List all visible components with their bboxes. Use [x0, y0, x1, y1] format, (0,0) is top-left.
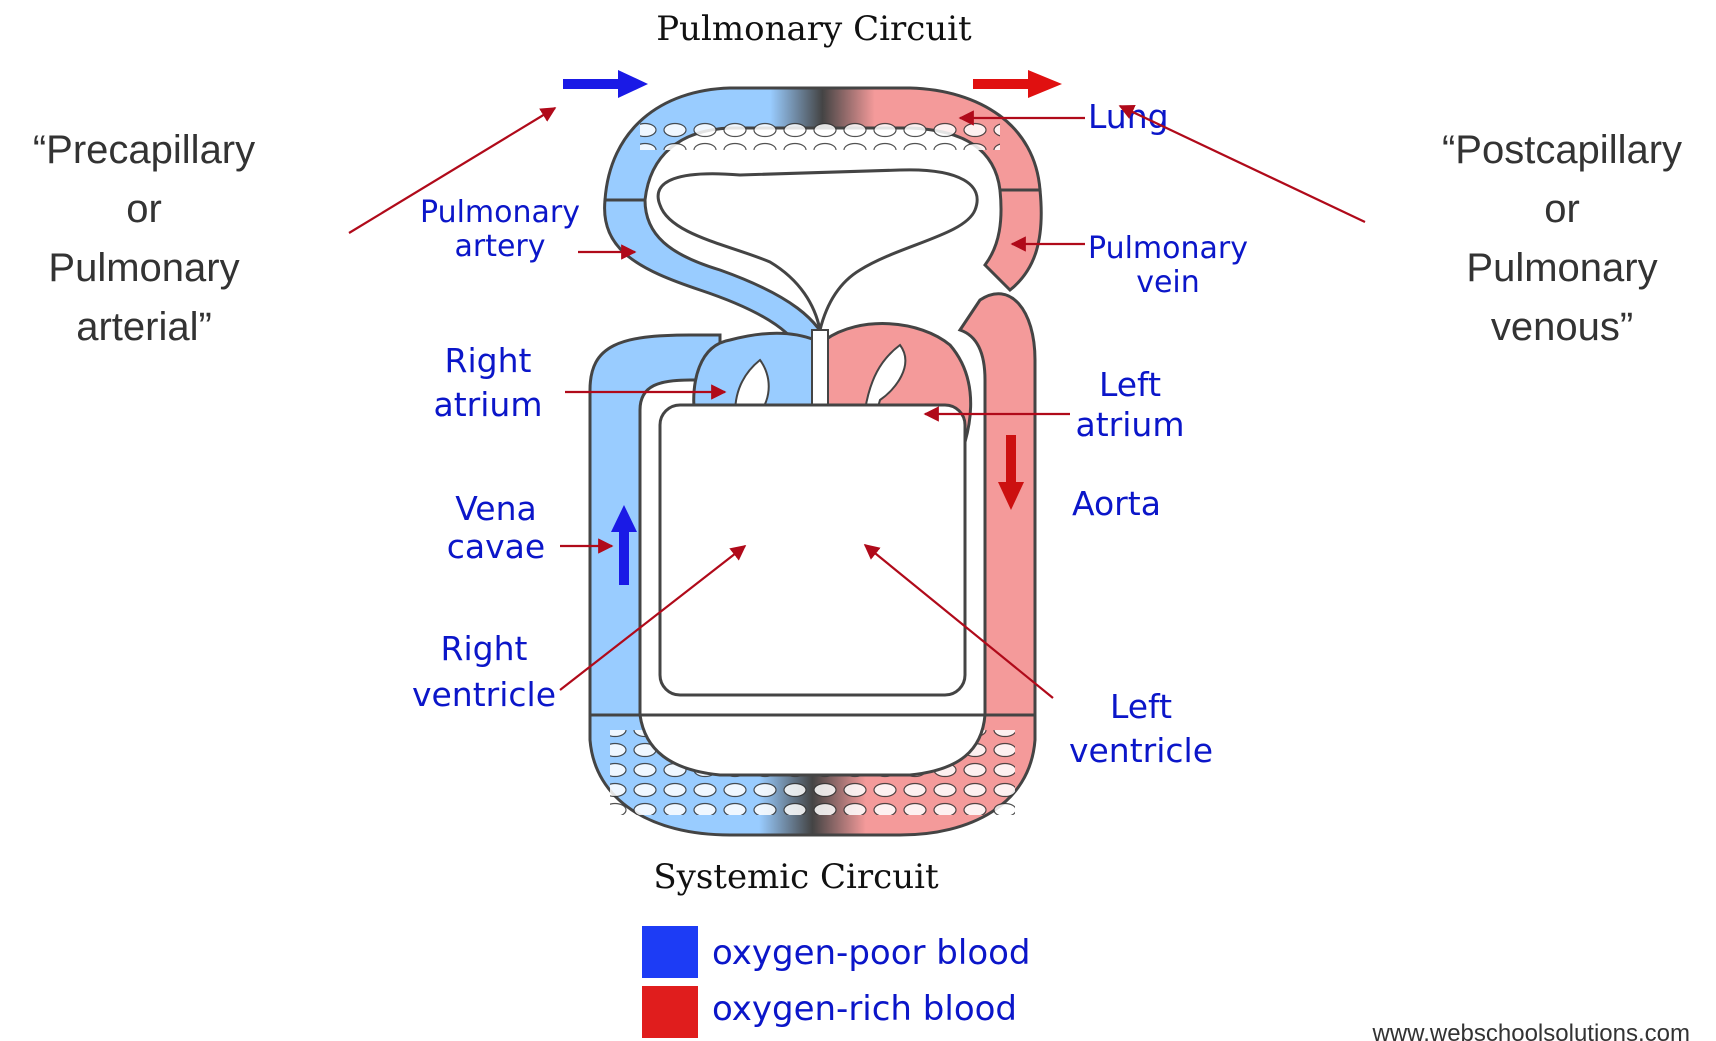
systemic-circuit-title: Systemic Circuit [653, 857, 939, 897]
source-credit: www.webschoolsolutions.com [1372, 1020, 1690, 1041]
pulmonary-vein-label-line1: Pulmonary [1088, 231, 1248, 266]
postcapillary-note-line4: venous” [1491, 305, 1633, 349]
right-atrium-label-line2: atrium [434, 385, 543, 424]
precapillary-note-line2: or [126, 187, 162, 231]
lung-label: Lung [1088, 97, 1169, 136]
right-ventricle-label-line2: ventricle [412, 675, 556, 714]
red-flow-arrow-icon [973, 70, 1062, 98]
oxygen-poor-swatch [642, 926, 698, 978]
precapillary-note: “Precapillary or Pulmonary arterial” [33, 128, 255, 349]
legend: oxygen-poor blood oxygen-rich blood [642, 926, 1031, 1038]
oxygen-rich-swatch [642, 986, 698, 1038]
aorta-label: Aorta [1072, 484, 1161, 523]
pulmonary-vein [985, 190, 1041, 290]
pulmonary-vein-label-line2: vein [1136, 265, 1200, 300]
vena-cavae-label-line2: cavae [447, 527, 545, 566]
oxygen-rich-legend-label: oxygen-rich blood [712, 989, 1017, 1029]
left-atrium-label-line1: Left [1099, 365, 1161, 404]
systemic-capillary-bed [590, 715, 1035, 835]
blue-flow-arrow-icon [563, 70, 648, 98]
pulmonary-artery-label-line1: Pulmonary [420, 195, 580, 230]
left-atrium-label-line2: atrium [1076, 405, 1185, 444]
right-ventricle-label-line1: Right [441, 629, 528, 668]
precapillary-note-line4: arterial” [76, 305, 212, 349]
postcapillary-note-line1: “Postcapillary [1442, 128, 1682, 172]
pulmonary-circuit-title: Pulmonary Circuit [656, 9, 972, 49]
postcapillary-note: “Postcapillary or Pulmonary venous” [1442, 128, 1682, 349]
oxygen-poor-legend-label: oxygen-poor blood [712, 933, 1031, 973]
postcapillary-note-line3: Pulmonary [1466, 246, 1657, 290]
postcapillary-note-line2: or [1544, 187, 1580, 231]
vena-cavae-label-line1: Vena [455, 489, 536, 528]
body-loop-inner [660, 405, 965, 695]
pulmonary-loop-inner [658, 170, 977, 330]
precapillary-note-line1: “Precapillary [33, 128, 255, 172]
aorta-vessel [960, 294, 1035, 720]
pulmonary-artery-label-line2: artery [454, 229, 545, 264]
left-ventricle-label-line1: Left [1110, 687, 1172, 726]
right-atrium-label-line1: Right [445, 341, 532, 380]
postcapillary-pointer [1120, 106, 1365, 222]
left-ventricle-label-line2: ventricle [1069, 731, 1213, 770]
precapillary-note-line3: Pulmonary [48, 246, 239, 290]
